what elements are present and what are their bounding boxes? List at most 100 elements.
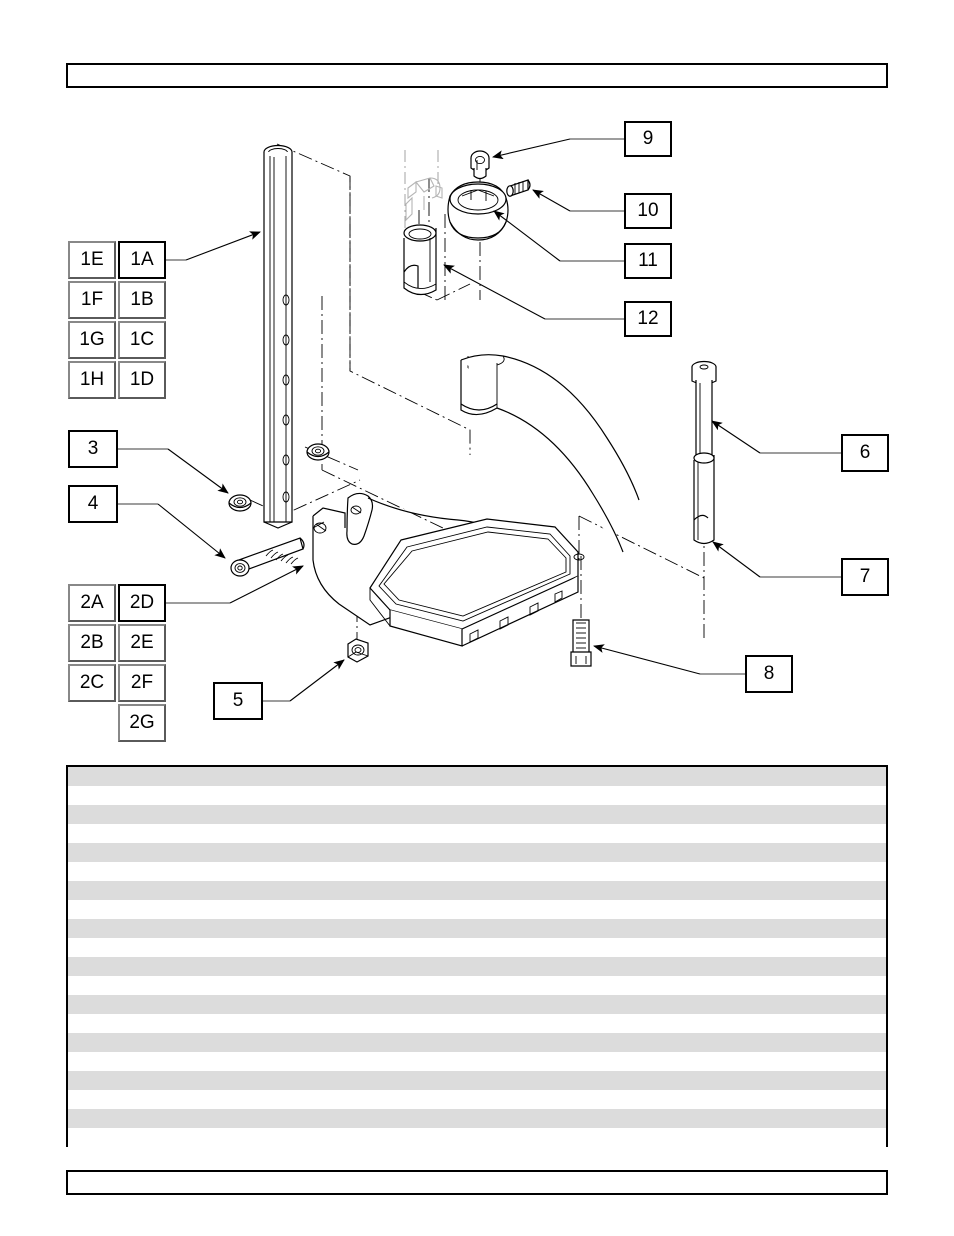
callout-2D[interactable]: 2D xyxy=(118,584,166,622)
table-cell-part_number xyxy=(157,938,274,957)
table-cell-notes xyxy=(570,957,886,976)
phantom-clamp-outline xyxy=(405,177,443,222)
callout-1C-label: 1C xyxy=(129,329,155,350)
table-cell-description xyxy=(274,1109,570,1128)
table-cell-notes xyxy=(570,805,886,824)
callout-8[interactable]: 8 xyxy=(745,655,793,693)
callout-2B[interactable]: 2B xyxy=(68,624,116,662)
callout-1C[interactable]: 1C xyxy=(118,321,166,359)
table-cell-item xyxy=(68,862,157,881)
callout-1B-label: 1B xyxy=(130,289,154,310)
diagram-canvas: .ln { fill:none; stroke:#000; stroke-wid… xyxy=(118,138,841,702)
table-cell-part_number xyxy=(157,881,274,900)
callout-11-label: 11 xyxy=(638,250,658,271)
callout-2G-label: 2G xyxy=(129,712,155,733)
table-cell-notes xyxy=(570,1109,886,1128)
table-cell-notes xyxy=(570,1014,886,1033)
table-cell-item xyxy=(68,900,157,919)
table-row xyxy=(68,995,886,1014)
mast-tube-part xyxy=(263,144,293,529)
parts-table-body xyxy=(68,767,886,1147)
mast-fastener-upper-part xyxy=(306,443,330,461)
callout-6[interactable]: 6 xyxy=(841,434,889,472)
table-cell-item xyxy=(68,1128,157,1147)
table-cell-part_number xyxy=(157,843,274,862)
table-cell-item xyxy=(68,976,157,995)
callout-1D[interactable]: 1D xyxy=(118,361,166,399)
mast-fastener-lower-part xyxy=(228,494,252,512)
callout-1A[interactable]: 1A xyxy=(118,241,166,279)
table-cell-description xyxy=(274,1014,570,1033)
table-row xyxy=(68,1128,886,1147)
callout-2E[interactable]: 2E xyxy=(118,624,166,662)
table-cell-notes xyxy=(570,995,886,1014)
callout-2A[interactable]: 2A xyxy=(68,584,116,622)
table-row xyxy=(68,1014,886,1033)
table-row xyxy=(68,900,886,919)
callout-2F[interactable]: 2F xyxy=(118,664,166,702)
callout-11[interactable]: 11 xyxy=(624,243,672,279)
callout-4[interactable]: 4 xyxy=(68,485,118,523)
callout-1F[interactable]: 1F xyxy=(68,281,116,319)
callout-12-label: 12 xyxy=(637,308,659,329)
calf-pad-arm-part xyxy=(460,354,640,553)
table-cell-part_number xyxy=(157,1071,274,1090)
receiver-collar-part xyxy=(447,181,509,241)
table-cell-part_number xyxy=(157,957,274,976)
table-cell-description xyxy=(274,900,570,919)
callout-12[interactable]: 12 xyxy=(624,301,672,337)
table-cell-notes xyxy=(570,976,886,995)
callout-7[interactable]: 7 xyxy=(841,558,889,596)
table-cell-notes xyxy=(570,843,886,862)
table-cell-notes xyxy=(570,938,886,957)
table-cell-part_number xyxy=(157,1109,274,1128)
table-cell-notes xyxy=(570,1071,886,1090)
table-row xyxy=(68,976,886,995)
callout-3[interactable]: 3 xyxy=(68,430,118,468)
callout-8-label: 8 xyxy=(763,663,775,684)
knob-plunger-part xyxy=(470,150,490,180)
table-cell-notes xyxy=(570,1052,886,1071)
callout-7-label: 7 xyxy=(859,566,871,587)
callout-5[interactable]: 5 xyxy=(213,682,263,720)
table-cell-notes xyxy=(570,1090,886,1109)
callout-1H[interactable]: 1H xyxy=(68,361,116,399)
callout-2G[interactable]: 2G xyxy=(118,704,166,742)
callout-2E-label: 2E xyxy=(130,632,154,653)
socket-head-screw-part xyxy=(230,537,305,577)
table-cell-notes xyxy=(570,786,886,805)
table-cell-description xyxy=(274,1071,570,1090)
table-cell-description xyxy=(274,976,570,995)
table-cell-notes xyxy=(570,862,886,881)
callout-1E[interactable]: 1E xyxy=(68,241,116,279)
table-cell-description xyxy=(274,881,570,900)
table-row xyxy=(68,1090,886,1109)
table-cell-description xyxy=(274,786,570,805)
callout-10[interactable]: 10 xyxy=(624,193,672,229)
table-cell-item xyxy=(68,1071,157,1090)
table-row xyxy=(68,1033,886,1052)
table-cell-item xyxy=(68,1090,157,1109)
callout-2C-label: 2C xyxy=(79,672,105,693)
table-cell-item xyxy=(68,786,157,805)
table-row xyxy=(68,1071,886,1090)
table-row xyxy=(68,767,886,786)
table-row xyxy=(68,1109,886,1128)
table-cell-part_number xyxy=(157,900,274,919)
callout-10-label: 10 xyxy=(637,200,659,221)
table-cell-part_number xyxy=(157,805,274,824)
table-cell-description xyxy=(274,843,570,862)
table-row xyxy=(68,786,886,805)
callout-9[interactable]: 9 xyxy=(624,121,672,157)
hex-bolt-part xyxy=(570,619,592,667)
callout-1B[interactable]: 1B xyxy=(118,281,166,319)
table-cell-part_number xyxy=(157,1052,274,1071)
table-cell-notes xyxy=(570,824,886,843)
callout-1A-label: 1A xyxy=(130,249,154,270)
table-cell-part_number xyxy=(157,824,274,843)
callout-2A-label: 2A xyxy=(80,592,104,613)
table-cell-part_number xyxy=(157,919,274,938)
callout-1G[interactable]: 1G xyxy=(68,321,116,359)
callout-2C[interactable]: 2C xyxy=(68,664,116,702)
table-cell-item xyxy=(68,1052,157,1071)
